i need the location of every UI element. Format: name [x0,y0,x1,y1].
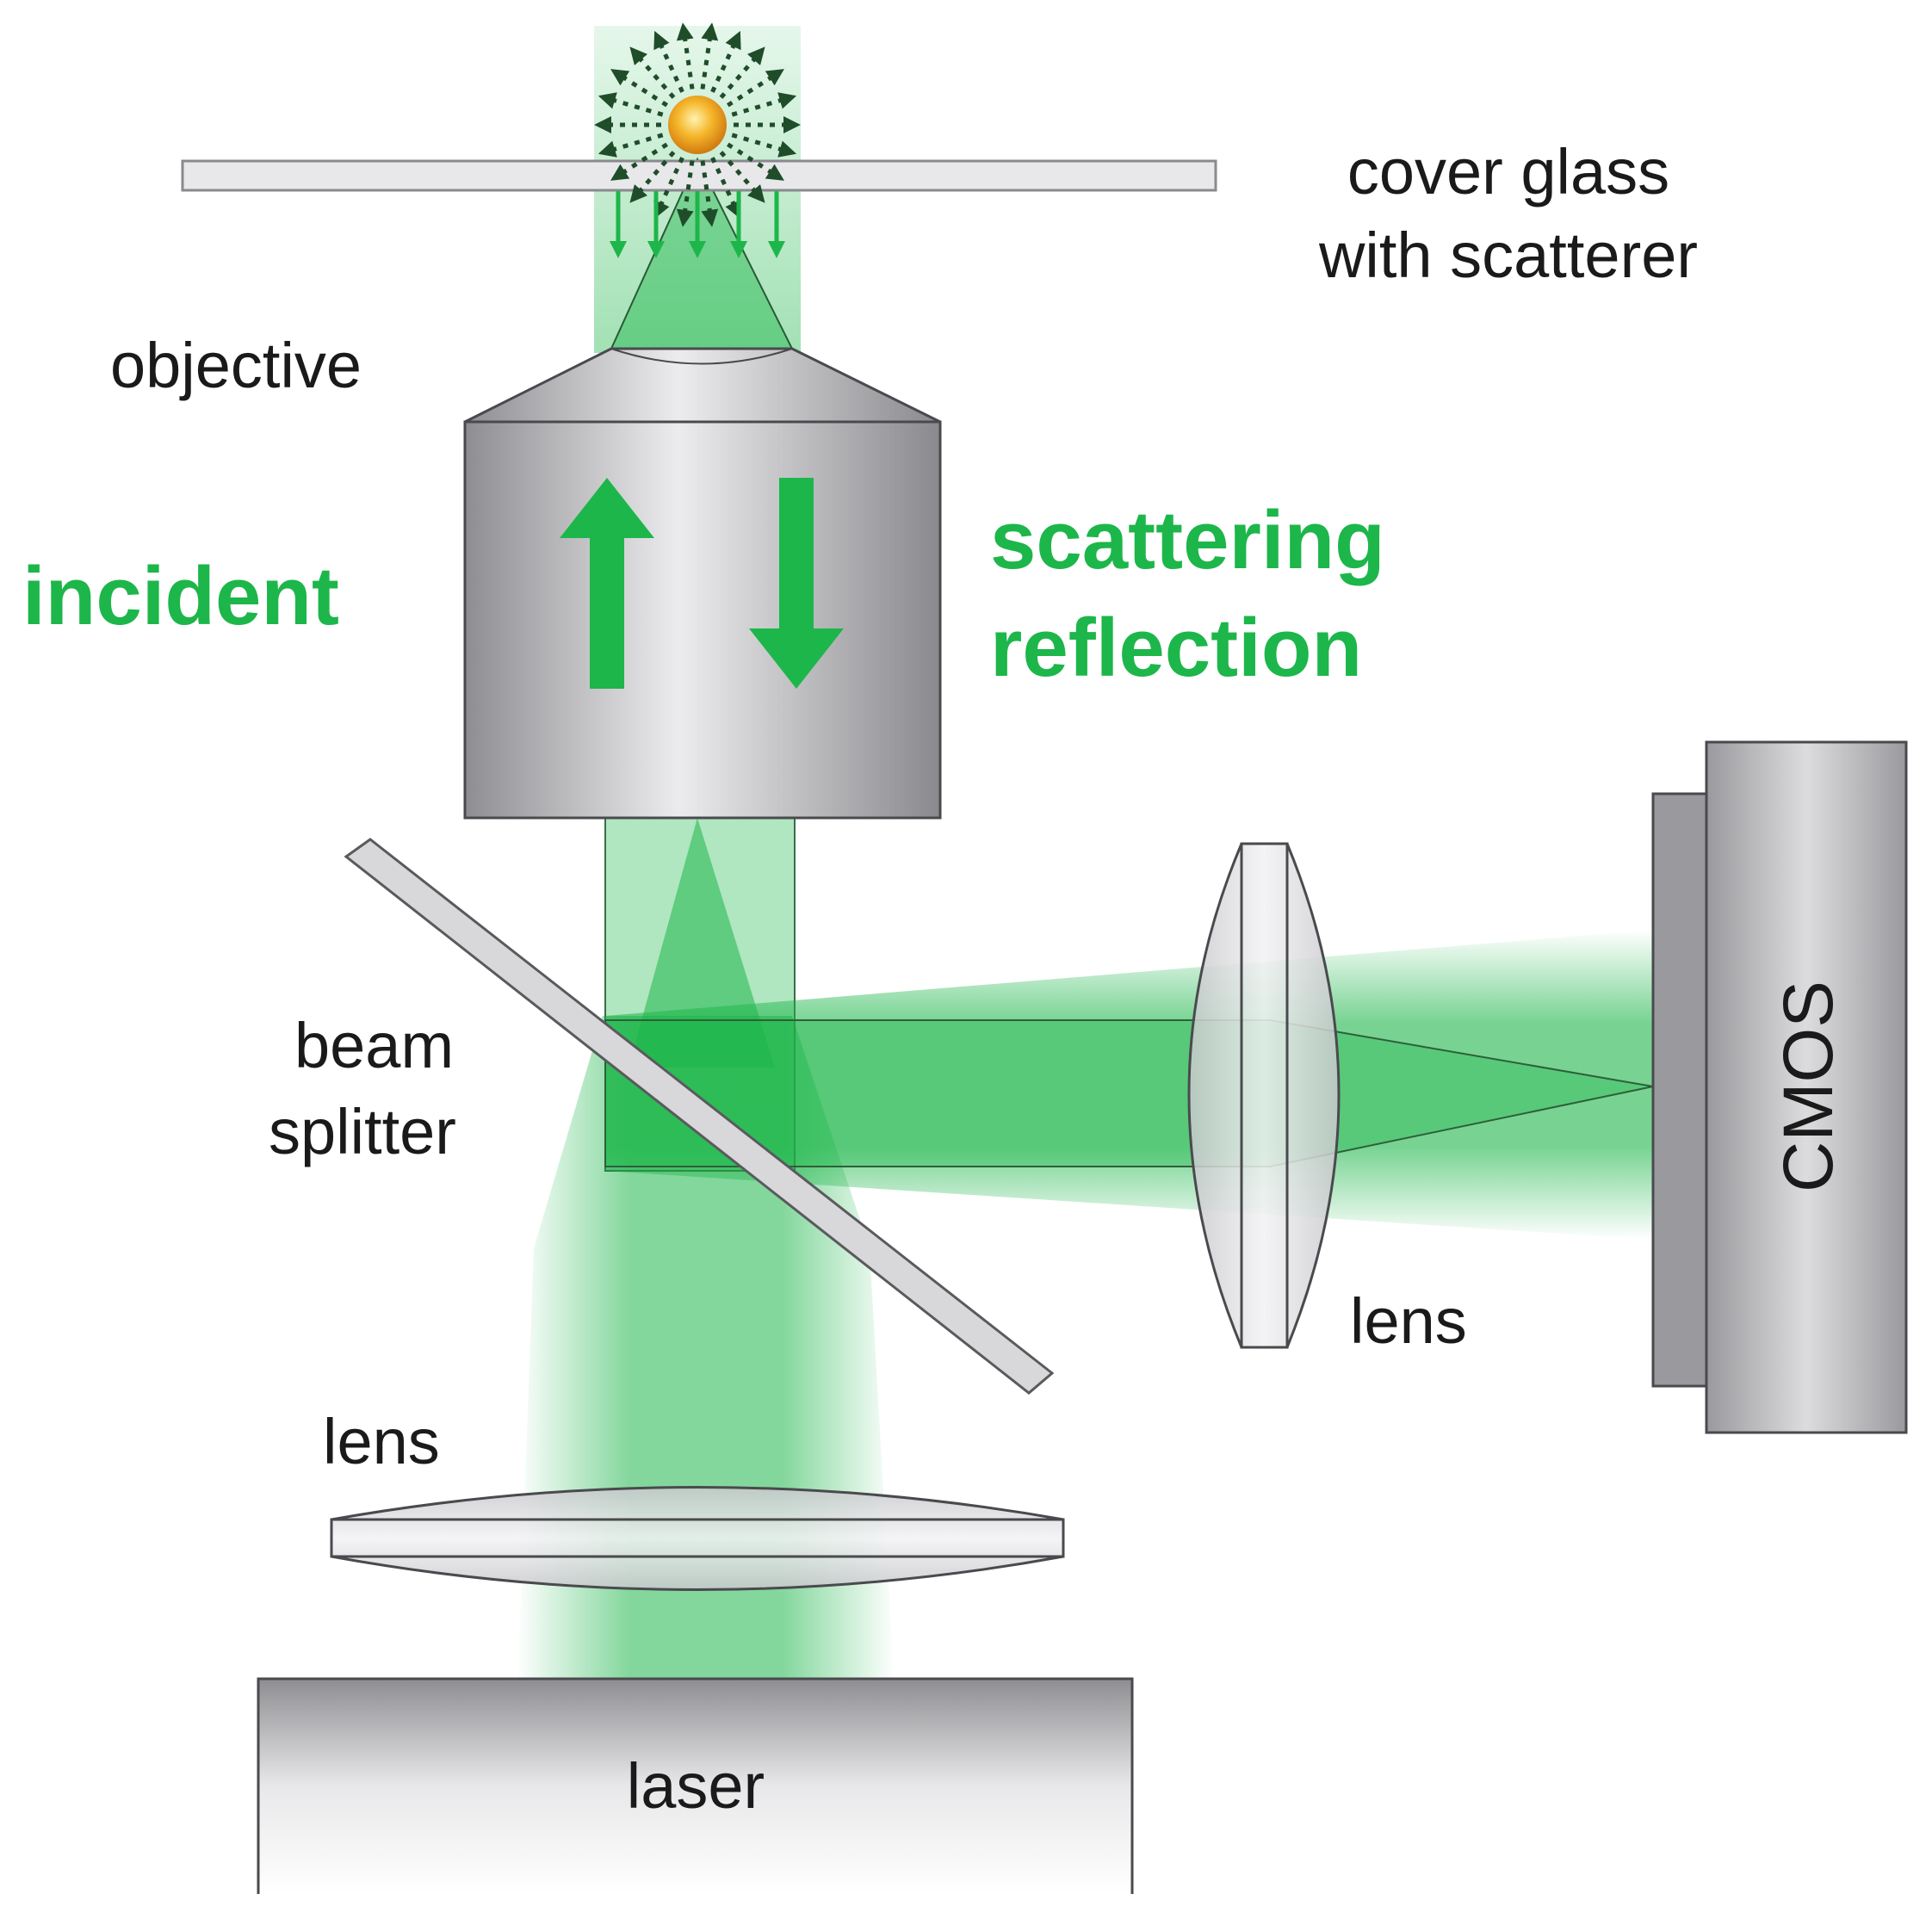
scatter-ray [731,92,797,117]
objective [463,347,942,820]
scatter-ray [700,160,719,227]
scatter-ray [710,30,741,93]
transmitted-arrows [610,191,785,258]
beam-splitter-label-line1: beam [294,1010,454,1081]
lens-camera [1187,842,1341,1349]
scatter-ray [653,30,684,93]
scatter-ray [700,22,719,90]
scatter-ray [610,69,669,108]
scatterer-icon [668,96,727,154]
cmos-front [1651,792,1708,1388]
lens-camera-label: lens [1350,1285,1467,1357]
scatter-ray [710,157,741,220]
scatter-ray [598,133,664,158]
scatter-ray [719,46,765,99]
scatter-ray [676,22,695,90]
scatter-ray [719,151,765,203]
scattering-label-line1: scattering [990,494,1385,586]
scatter-ray [676,160,695,227]
cmos-body [1705,740,1908,1434]
incident-arrow-icon [560,478,654,689]
scatter-ray [598,92,664,117]
scattering-arrow-icon [749,478,844,689]
lens-laser-label: lens [323,1406,440,1477]
scattering-label-line2: reflection [990,602,1362,694]
laser: laser [257,1677,1134,1894]
scatter-ray [653,157,684,220]
scatter-ray [629,46,676,99]
laser-label: laser [627,1750,765,1822]
objective-label: objective [110,330,362,401]
cover-glass-label-line1: cover glass [1347,136,1669,207]
reflected-beam [605,930,1653,1240]
objective-top [464,347,941,424]
reflected-beam-core [604,1019,1654,1167]
laser-body [258,1679,1132,1894]
beam-splitter [344,838,1055,1395]
cmos-camera: CMOS [1651,740,1908,1434]
scatter-ray [726,142,784,181]
incident-label: incident [22,550,339,642]
cover-glass-label-line2: with scatterer [1318,220,1698,291]
scatter-ray [726,69,784,108]
cover-glass [181,159,1217,192]
scatter-ray [629,151,676,203]
beam-splitter-label-line2: splitter [269,1096,456,1167]
scatter-ray [610,142,669,181]
scatter-rays [594,22,801,227]
objective-body [463,420,942,820]
scatter-ray [731,133,797,158]
cmos-label: CMOS [1769,981,1848,1192]
lens-laser [330,1486,1065,1591]
